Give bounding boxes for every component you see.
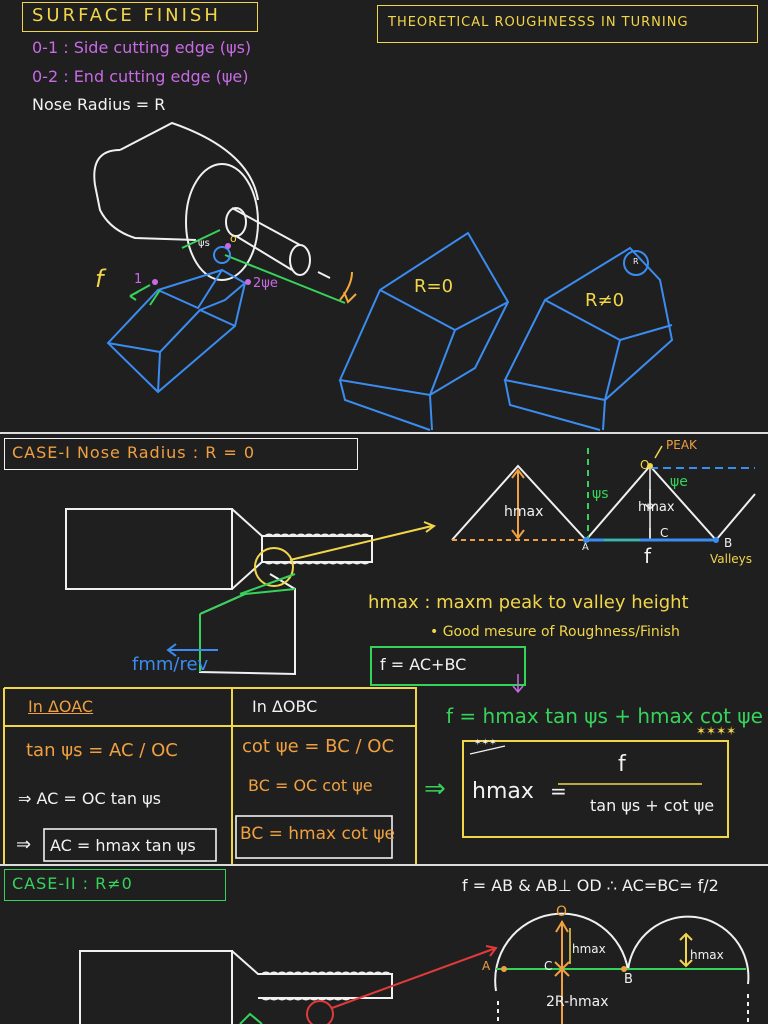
case1-drawing <box>3 445 756 864</box>
separator-2 <box>0 864 768 866</box>
panel-case-1: CASE-I Nose Radius : R = 0 <box>0 434 768 864</box>
feed-f-label: f <box>644 544 652 568</box>
result-arrow: ⇒ <box>424 774 446 804</box>
tool-with-workpiece <box>106 246 247 394</box>
ac-hmax-eq: AC = hmax tan ψs <box>50 836 196 855</box>
page-title: SURFACE FINISH <box>32 5 221 26</box>
tool-rn0-label: R≠0 <box>585 290 625 311</box>
hmax-right-label: hmax <box>638 500 675 515</box>
case2-point-c: C <box>544 959 553 973</box>
case2-title: CASE-II : R≠0 <box>12 874 133 893</box>
result-hmax: hmax <box>472 779 534 804</box>
panel-case-2: CASE-II : R≠0 f = AB & AB⊥ OD ∴ AC=BC= f… <box>0 866 768 1024</box>
point-a-label: A <box>582 542 589 553</box>
stars-left: ✶✶✶ <box>474 738 497 748</box>
tool-r0-drawing <box>338 231 510 431</box>
result-equals: = <box>550 779 567 803</box>
case2-point-a: A <box>482 959 491 973</box>
case2-drawing <box>79 912 750 1024</box>
case2-hmax-2: hmax <box>690 948 724 962</box>
hmax-left-label: hmax <box>504 504 544 520</box>
point-0-label: o <box>230 232 237 245</box>
tool-r0-label: R=0 <box>414 276 454 297</box>
point-o-label: O <box>640 458 650 472</box>
point-1-label: 1 <box>134 272 143 287</box>
point-c-label: C <box>660 526 669 540</box>
case2-2r-hmax: 2R-hmax <box>546 994 609 1010</box>
separator-1 <box>0 432 768 434</box>
turning-setup-drawing <box>93 121 674 431</box>
feed-unit-label: fmm/rev <box>132 654 209 675</box>
psi-s-label-2: ψs <box>592 486 609 502</box>
roughness-profile <box>451 464 756 542</box>
result-numerator: f <box>618 752 626 777</box>
case2-title-box <box>4 869 226 901</box>
feed-label: f <box>95 265 104 293</box>
subtitle: THEORETICAL ROUGHNESSS IN TURNING <box>388 15 689 30</box>
peak-label: PEAK <box>666 438 697 452</box>
hmax-note: • Good mesure of Roughness/Finish <box>430 624 680 640</box>
case2-point-b: B <box>624 972 633 987</box>
valleys-label: Valleys <box>710 552 753 566</box>
psi-e-label: ψe <box>670 474 688 490</box>
point-b-label: B <box>724 536 733 550</box>
hmax-definition: hmax : maxm peak to valley height <box>368 592 689 613</box>
side-cutting-edge-line: 0-1 : Side cutting edge (ψs) <box>32 38 252 57</box>
point-2-label: 2ψe <box>253 276 278 291</box>
result-denominator: tan ψs + cot ψe <box>590 796 715 815</box>
tool-rn0-drawing <box>503 246 674 431</box>
case2-hmax-1: hmax <box>572 942 606 956</box>
nose-radius-r-label: R <box>633 257 639 266</box>
feed-equation: f = AC+BC <box>380 655 467 674</box>
title-box <box>22 2 258 32</box>
workpiece-sketch <box>93 121 331 281</box>
ac-oc-eq: ⇒ AC = OC tan ψs <box>18 789 161 808</box>
bc-hmax-eq: BC = hmax cot ψe <box>240 824 395 844</box>
implies-symbol: ⇒ <box>16 834 32 855</box>
feed-full-eq: f = hmax tan ψs + hmax cot ψe <box>446 704 763 728</box>
case1-title: CASE-I Nose Radius : R = 0 <box>12 443 256 462</box>
triangle-oac-title: In ΔOAC <box>28 697 94 716</box>
stars-right: ✶✶✶✶ <box>696 724 737 738</box>
triangle-obc-title: In ΔOBC <box>252 697 318 716</box>
tan-psi-s-eq: tan ψs = AC / OC <box>26 740 178 761</box>
nose-radius-line: Nose Radius = R <box>32 95 166 114</box>
end-cutting-edge-line: 0-2 : End cutting edge (ψe) <box>32 67 249 86</box>
case2-point-o: O <box>556 904 568 920</box>
case1-title-box <box>4 438 358 470</box>
case2-equation: f = AB & AB⊥ OD ∴ AC=BC= f/2 <box>462 876 719 895</box>
bc-oc-eq: BC = OC cot ψe <box>248 776 373 795</box>
cot-psi-e-eq: cot ψe = BC / OC <box>242 736 395 757</box>
psi-s-label: ψs <box>198 238 210 249</box>
subtitle-box <box>377 5 758 43</box>
panel-surface-finish: SURFACE FINISH THEORETICAL ROUGHNESSS IN… <box>0 0 768 432</box>
